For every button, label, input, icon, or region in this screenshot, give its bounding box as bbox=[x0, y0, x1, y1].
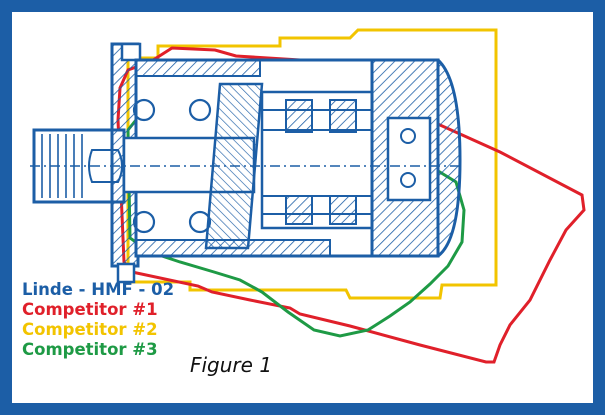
competitor-1-outline bbox=[116, 46, 586, 364]
legend-item-competitor-1: Competitor #1 bbox=[22, 300, 158, 319]
legend: Linde - HMF - 02 Competitor #1 Competito… bbox=[22, 280, 174, 360]
legend-item-competitor-3: Competitor #3 bbox=[22, 340, 158, 359]
legend-item-linde: Linde - HMF - 02 bbox=[22, 280, 175, 299]
linde-hmf-02-section bbox=[30, 42, 462, 284]
legend-item-competitor-2: Competitor #2 bbox=[22, 320, 158, 339]
competitor-2-outline bbox=[126, 28, 498, 300]
figure-caption: Figure 1 bbox=[190, 353, 273, 377]
